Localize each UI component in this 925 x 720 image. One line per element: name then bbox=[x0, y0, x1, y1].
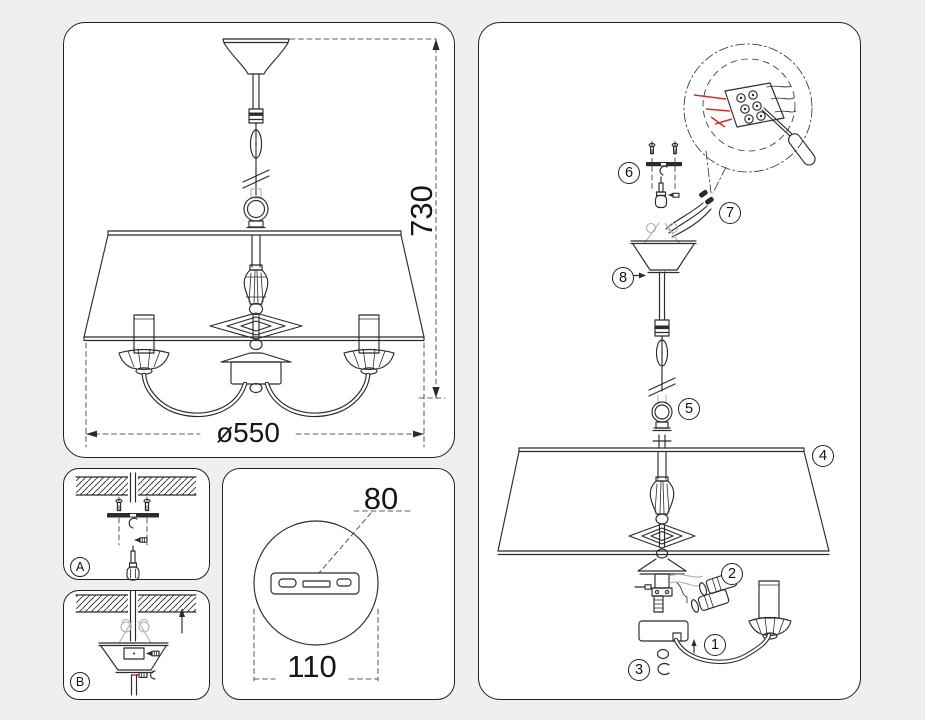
central-column bbox=[628, 451, 696, 559]
detail-circle bbox=[253, 520, 379, 646]
ceiling-canopy bbox=[222, 38, 290, 75]
candle-left bbox=[118, 314, 170, 375]
callout-8: 8 bbox=[612, 267, 634, 289]
candle-right bbox=[343, 314, 395, 375]
slot-leader-lines bbox=[318, 510, 414, 574]
step-b-badge: B bbox=[70, 672, 90, 692]
canopy bbox=[98, 642, 169, 674]
callout-3: 3 bbox=[628, 659, 650, 681]
panel-step-a: A bbox=[63, 468, 210, 581]
height-dimension-lines bbox=[289, 38, 446, 399]
fasteners-part-3 bbox=[656, 648, 670, 676]
wiring-detail-circle bbox=[683, 43, 813, 194]
red-wires bbox=[693, 94, 733, 128]
candle-sleeve bbox=[758, 580, 780, 619]
callout-4: 4 bbox=[812, 445, 834, 467]
mounting-bracket bbox=[107, 513, 159, 529]
hanging-ring-part-5 bbox=[651, 401, 673, 432]
lampshade-part-4 bbox=[497, 434, 830, 556]
hanging-ring bbox=[243, 196, 269, 229]
rod-below bbox=[130, 674, 138, 696]
bobeche bbox=[748, 616, 792, 640]
step-b-drawing bbox=[75, 591, 197, 696]
diameter-dimension-lines bbox=[85, 342, 425, 448]
callout-6: 6 bbox=[618, 162, 640, 184]
up-arrow bbox=[179, 608, 185, 634]
socket-exploded-2 bbox=[690, 589, 730, 613]
callout-7: 7 bbox=[719, 202, 741, 224]
screwdriver bbox=[126, 545, 140, 581]
canopy bbox=[630, 240, 697, 279]
arm-part-1 bbox=[673, 632, 772, 665]
exploded-assembly-drawing bbox=[497, 43, 830, 676]
plate-dimension-label: 110 bbox=[287, 649, 337, 684]
suspension-chain bbox=[242, 73, 270, 199]
lampshade bbox=[83, 230, 425, 342]
hanger-bracket-ghost bbox=[118, 618, 152, 644]
panel-step-b: B bbox=[63, 590, 210, 700]
chain-assembly bbox=[648, 271, 676, 404]
plate-dimension-lines bbox=[253, 608, 379, 682]
screwdriver-in-circle bbox=[761, 107, 816, 166]
screws-dashed bbox=[115, 496, 151, 546]
central-column bbox=[209, 234, 303, 351]
callout-2: 2 bbox=[721, 563, 743, 585]
hanging-pin bbox=[129, 591, 137, 642]
small-screw-arrow bbox=[134, 537, 148, 543]
body-and-arms bbox=[141, 352, 371, 418]
slot-dimension-label: 80 bbox=[363, 481, 399, 516]
panel-overview: 730 ø550 bbox=[63, 22, 455, 458]
height-dimension-label: 730 bbox=[404, 185, 439, 237]
wiring-hub bbox=[634, 573, 704, 613]
terminal-block bbox=[724, 82, 797, 128]
callout-1: 1 bbox=[704, 634, 726, 656]
panel-assembly: 1 2 3 4 5 6 7 8 bbox=[478, 22, 861, 700]
callout-5: 5 bbox=[678, 398, 700, 420]
diameter-dimension-label: ø550 bbox=[216, 417, 280, 448]
bracket-part-6 bbox=[646, 140, 682, 209]
chandelier-overview-drawing bbox=[83, 38, 446, 448]
mounting-plate bbox=[270, 572, 360, 595]
side-screw-red bbox=[131, 670, 156, 680]
ceiling-hatch bbox=[75, 472, 197, 503]
step-a-drawing bbox=[75, 472, 197, 581]
body-drum bbox=[638, 620, 689, 642]
step-a-badge: A bbox=[70, 557, 90, 577]
spider-fitter bbox=[637, 558, 687, 575]
bracket-detail-drawing bbox=[253, 510, 414, 682]
panel-bracket-detail: 80 110 bbox=[222, 468, 455, 700]
